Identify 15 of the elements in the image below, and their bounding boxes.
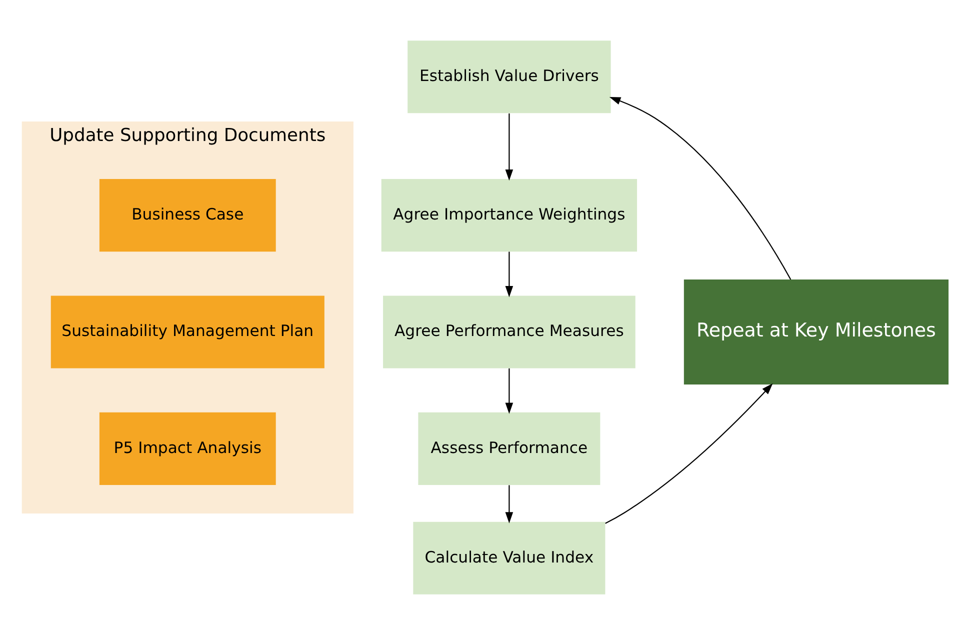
arrow	[504, 484, 513, 523]
node-box: Agree Performance Measures	[382, 295, 635, 368]
node-box: Repeat at Key Milestones	[683, 279, 948, 384]
arrow	[504, 368, 513, 414]
node-box: Calculate Value Index	[412, 521, 605, 594]
arrow	[504, 251, 513, 297]
node-box: Sustainability Management Plan	[50, 295, 324, 368]
arrow	[504, 112, 513, 180]
node-box: Business Case	[98, 178, 276, 252]
node-box: Assess Performance	[418, 412, 600, 484]
node-box: Agree Importance Weightings	[380, 178, 637, 252]
arrow	[608, 96, 791, 280]
arrow	[604, 382, 772, 524]
node-box: P5 Impact Analysis	[98, 412, 276, 484]
node-box: Establish Value Drivers	[407, 40, 610, 113]
